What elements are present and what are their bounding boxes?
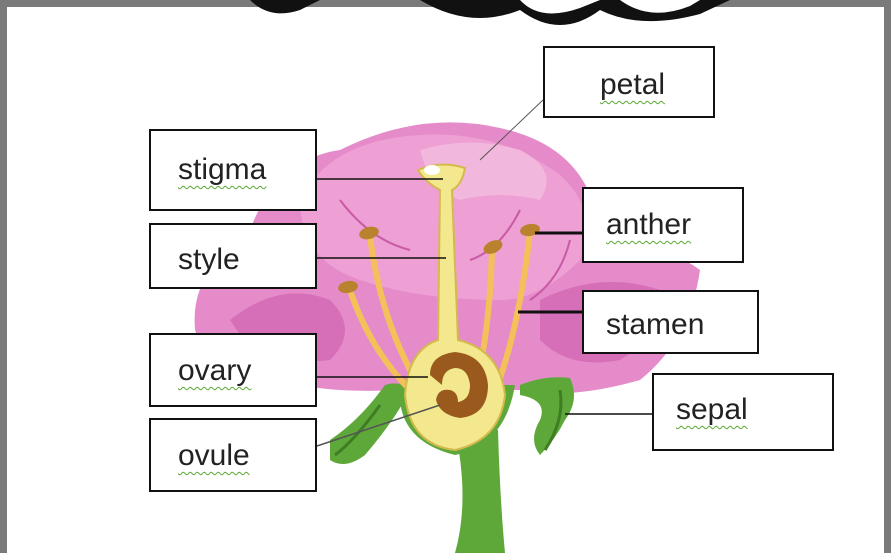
sepal-label: sepal [676,393,748,427]
stamen-label: stamen [606,308,704,342]
style-label: style [178,243,240,277]
stigma-label: stigma [178,153,266,187]
anther-label: anther [606,208,691,242]
ovule-label: ovule [178,439,250,473]
top-edge-artifact [250,0,730,25]
petal-label: petal [600,68,665,102]
ovary-label: ovary [178,354,251,388]
